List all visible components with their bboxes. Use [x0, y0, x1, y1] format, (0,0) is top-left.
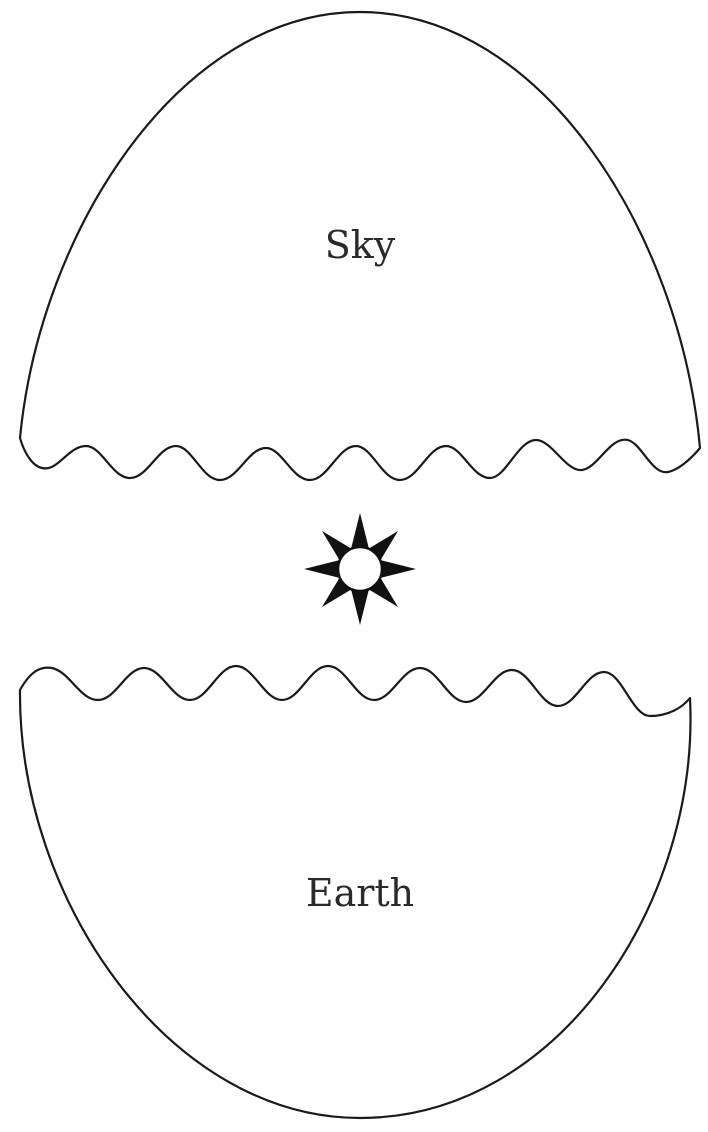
sun-icon [304, 513, 416, 625]
sky-label: Sky [325, 223, 396, 267]
earth-label: Earth [306, 871, 414, 915]
